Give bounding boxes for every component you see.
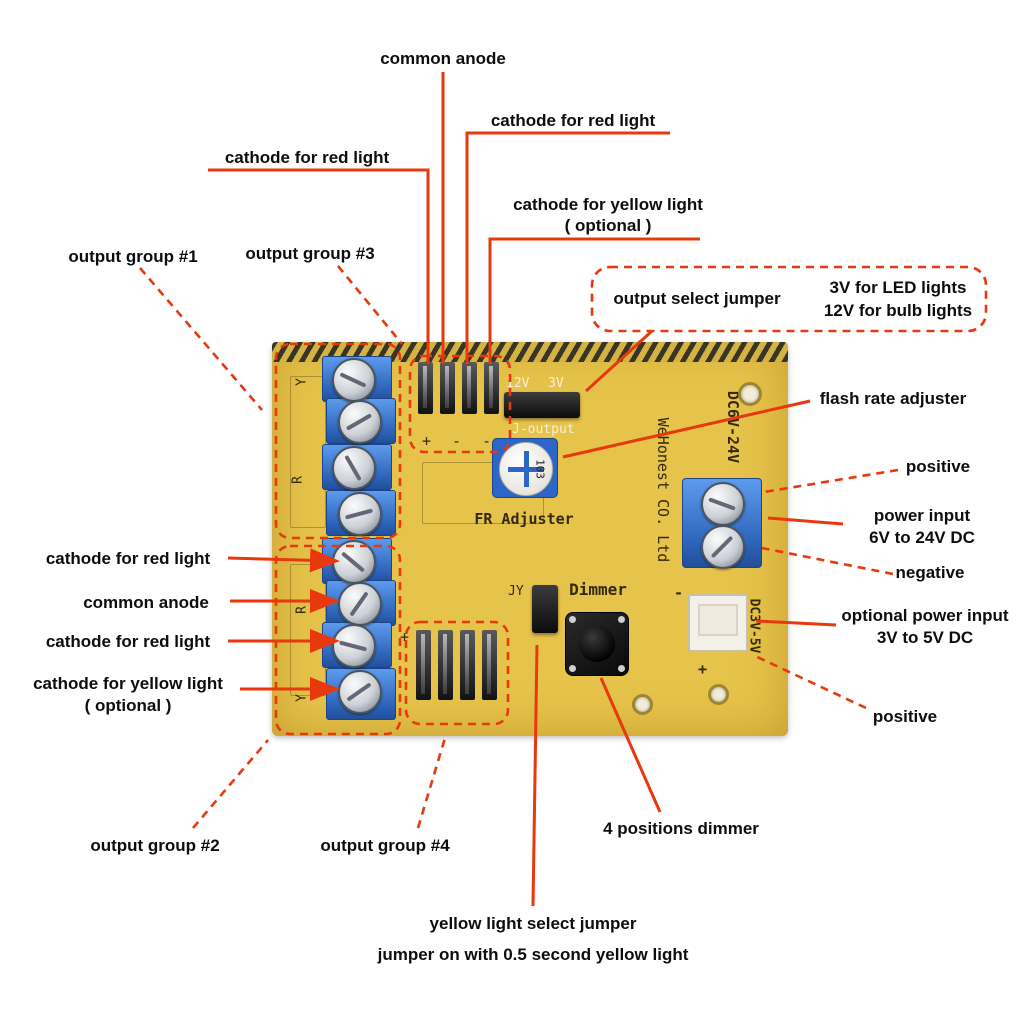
label-power-input: power input [873, 506, 971, 525]
label-cathode-red-side-1: cathode for red light [45, 549, 211, 568]
mounting-hole [632, 694, 653, 715]
silkscreen-jy: JY [508, 584, 524, 599]
aux-power-connector [688, 594, 748, 652]
header-pin [438, 630, 453, 700]
terminal-screw [332, 358, 376, 402]
silkscreen-fr-adjuster: FR Adjuster [474, 510, 574, 528]
flash-rate-potentiometer: 103 [492, 438, 558, 498]
label-optional-power: optional power input [841, 606, 1009, 625]
silkscreen-12v: 12V [506, 376, 530, 391]
mounting-hole [738, 382, 762, 406]
header-pin [460, 630, 475, 700]
label-dimmer: 4 positions dimmer [603, 819, 759, 838]
terminal-screw [338, 400, 382, 444]
label-negative: negative [895, 563, 965, 582]
label-cathode-yellow-top-optional: ( optional ) [564, 216, 652, 235]
mounting-hole [708, 684, 729, 705]
label-output-select-jumper: output select jumper [613, 289, 781, 308]
label-cathode-yellow-top: cathode for yellow light [513, 195, 703, 214]
label-positive-bottom: positive [872, 707, 938, 726]
header-pin [416, 630, 431, 700]
silkscreen-j-output: J-output [512, 422, 575, 437]
dimmer-push-button [565, 612, 629, 676]
label-cathode-red-top-left: cathode for red light [224, 148, 390, 167]
silkscreen-header-marks-top: + - - [422, 432, 498, 450]
silkscreen-dimmer: Dimmer [569, 580, 627, 599]
label-common-anode-top: common anode [380, 49, 506, 68]
label-yellow-jumper-2: jumper on with 0.5 second yellow light [377, 945, 689, 964]
label-cathode-red-top-right: cathode for red light [490, 111, 656, 130]
header-pin [440, 362, 455, 414]
power-terminal-screw [701, 482, 745, 526]
label-common-anode-side: common anode [83, 593, 209, 612]
header-pin [418, 362, 433, 414]
terminal-screw [332, 446, 376, 490]
label-voltage-note-1: 3V for LED lights [829, 278, 967, 297]
yellow-light-select-jumper-shunt [532, 585, 558, 633]
header-pin [462, 362, 477, 414]
label-output-group-3: output group #3 [245, 244, 375, 263]
header-pin [484, 362, 499, 414]
label-optional-power-range: 3V to 5V DC [876, 628, 974, 647]
label-cathode-yellow-side: cathode for yellow light [33, 674, 223, 693]
label-output-group-1: output group #1 [68, 247, 198, 266]
label-yellow-jumper-1: yellow light select jumper [429, 914, 637, 933]
label-flash-rate-adjuster: flash rate adjuster [819, 389, 967, 408]
silkscreen-3v: 3V [548, 376, 564, 391]
potentiometer-dial: 103 [499, 442, 553, 496]
silkscreen-header-marks-bottom: + [400, 628, 410, 646]
label-cathode-red-side-2: cathode for red light [45, 632, 211, 651]
pcb-board: Y R R Y + - - 12V 3V J-output 103 FR Adj… [272, 342, 788, 736]
label-cathode-yellow-side-optional: ( optional ) [84, 696, 172, 715]
label-voltage-note-2: 12V for bulb lights [823, 301, 973, 320]
label-output-group-2: output group #2 [90, 836, 220, 855]
terminal-screw [338, 492, 382, 536]
label-positive-top: positive [905, 457, 971, 476]
silkscreen-aux-minus: - [674, 584, 684, 602]
label-power-input-range: 6V to 24V DC [869, 528, 975, 547]
power-terminal-screw [701, 525, 745, 569]
silkscreen-aux-plus: + [698, 660, 708, 678]
label-output-group-4: output group #4 [320, 836, 450, 855]
output-select-jumper-shunt [504, 392, 580, 418]
header-pin [482, 630, 497, 700]
